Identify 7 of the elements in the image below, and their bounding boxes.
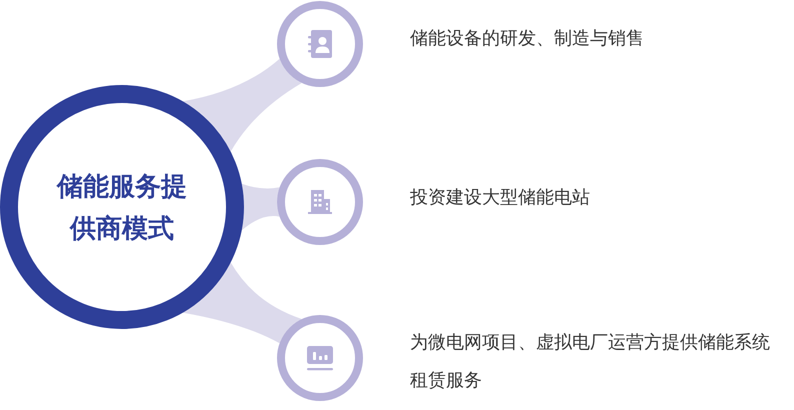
connector-band <box>242 184 280 230</box>
description-text: 为微电网项目、虚拟电厂运营方提供储能系统租赁服务 <box>410 331 771 392</box>
connector-band <box>183 262 302 344</box>
description-text: 储能设备的研发、制造与销售 <box>410 27 644 50</box>
description-text: 投资建设大型储能电站 <box>410 186 590 209</box>
circle-title: 储能服务提供商模式 <box>55 170 188 245</box>
connector-band <box>183 58 302 152</box>
